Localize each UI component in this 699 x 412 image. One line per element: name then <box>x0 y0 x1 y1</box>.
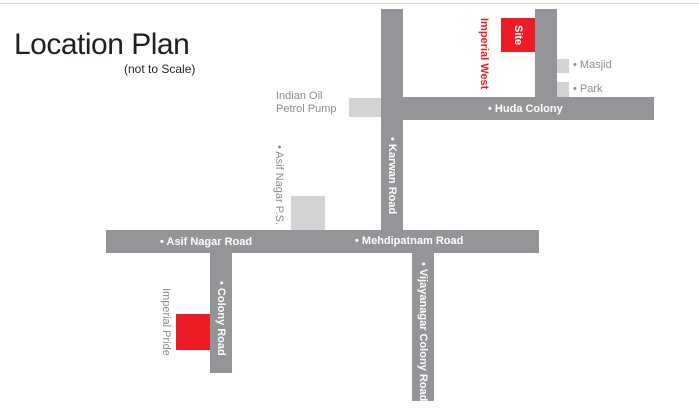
karwan-road-label: • Karwan Road <box>386 137 398 215</box>
imperial-pride-marker <box>176 314 210 350</box>
petrol-pump-label: Indian Oil Petrol Pump <box>276 90 337 116</box>
petrol-pump-line2: Petrol Pump <box>276 103 337 116</box>
colony-road-label: • Colony Road <box>215 281 227 356</box>
vijayanagar-road-label: • Vijayanagar Colony Road <box>417 262 429 402</box>
page-title: Location Plan <box>14 28 190 61</box>
masjid-label: • Masjid <box>573 59 612 71</box>
site-marker <box>501 18 535 52</box>
petrol-pump-marker <box>349 98 381 117</box>
masjid-marker <box>557 59 569 73</box>
main-road <box>106 230 539 253</box>
asif-nagar-ps-label: • Asif Nagar P.S. <box>273 145 286 226</box>
karwan-road <box>381 9 403 231</box>
petrol-pump-line1: Indian Oil <box>276 90 323 102</box>
asif-nagar-ps-marker <box>291 196 325 230</box>
imperial-pride-label: Imperial Pride <box>160 288 173 356</box>
vijayanagar-road <box>412 253 434 401</box>
asif-nagar-road-label: • Asif Nagar Road <box>160 236 253 248</box>
huda-colony-road <box>403 97 654 120</box>
colony-road <box>210 253 232 373</box>
imperial-west-label: Imperial West <box>478 18 490 90</box>
park-label: • Park <box>573 83 603 95</box>
scale-note: (not to Scale) <box>124 62 196 76</box>
site-road <box>535 9 557 97</box>
site-label: Site <box>512 25 524 46</box>
park-marker <box>557 82 569 97</box>
huda-colony-label: • Huda Colony <box>488 103 563 115</box>
mehdipatnam-road-label: • Mehdipatnam Road <box>355 235 464 247</box>
top-rule <box>0 3 699 4</box>
